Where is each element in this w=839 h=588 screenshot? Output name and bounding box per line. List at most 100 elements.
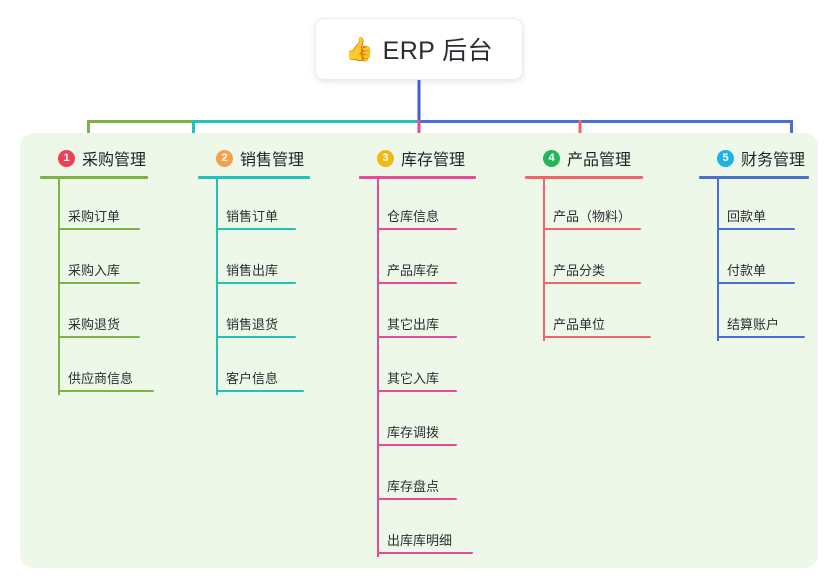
leaf-node[interactable]: 供应商信息 [40, 341, 154, 395]
column-1: 1 采购管理采购订单采购入库采购退货供应商信息 [40, 145, 154, 395]
column-header-3[interactable]: 3 库存管理 [359, 145, 476, 171]
column-spine-4 [543, 179, 545, 341]
leaf-label: 客户信息 [226, 371, 279, 386]
leaf-rule [216, 282, 296, 284]
column-rule-1 [40, 176, 148, 179]
column-children-4: 产品（物料） 产品分类产品单位 [525, 179, 651, 341]
column-badge-1: 1 [58, 149, 75, 167]
leaf-node[interactable]: 采购订单 [40, 179, 148, 233]
column-5: 5 财务管理回款单付款单结算账户 [699, 145, 809, 341]
leaf-node[interactable]: 库存调拨 [359, 395, 476, 449]
leaf-label: 库存调拨 [387, 425, 440, 440]
thumbs-up-icon: 👍 [345, 35, 374, 62]
column-title-5: 财务管理 [741, 152, 806, 169]
column-badge-5: 5 [717, 149, 734, 167]
column-header-5[interactable]: 5 财务管理 [699, 145, 809, 171]
leaf-label: 付款单 [727, 263, 767, 278]
leaf-rule [717, 228, 795, 230]
leaf-node[interactable]: 产品单位 [525, 287, 651, 341]
column-rule-3 [359, 176, 476, 179]
leaf-rule [58, 282, 140, 284]
leaf-rule [543, 228, 641, 230]
column-3: 3 库存管理仓库信息产品库存其它出库其它入库库存调拨库存盘点出库库明细 [359, 145, 476, 557]
leaf-node[interactable]: 出库库明细 [359, 503, 476, 557]
column-2: 2 销售管理销售订单销售出库销售退货客户信息 [198, 145, 310, 395]
leaf-node[interactable]: 产品（物料） [525, 179, 643, 233]
column-spine-1 [58, 179, 60, 395]
leaf-label: 销售订单 [226, 209, 279, 224]
column-header-2[interactable]: 2 销售管理 [198, 145, 310, 171]
leaf-rule [377, 282, 457, 284]
column-badge-3: 3 [377, 149, 394, 167]
leaf-node[interactable]: 回款单 [699, 179, 809, 233]
root-node[interactable]: 👍 ERP 后台 [315, 18, 523, 80]
leaf-node[interactable]: 结算账户 [699, 287, 809, 341]
leaf-label: 销售出库 [226, 263, 279, 278]
column-children-5: 回款单付款单结算账户 [699, 179, 809, 341]
leaf-rule [377, 390, 457, 392]
column-spine-2 [216, 179, 218, 395]
column-title-1: 采购管理 [82, 152, 147, 169]
column-children-3: 仓库信息产品库存其它出库其它入库库存调拨库存盘点出库库明细 [359, 179, 476, 557]
content-panel [20, 133, 818, 568]
leaf-rule [216, 228, 296, 230]
leaf-label: 库存盘点 [387, 479, 440, 494]
leaf-node[interactable]: 付款单 [699, 233, 809, 287]
leaf-rule [543, 336, 651, 338]
column-4: 4 产品管理产品（物料） 产品分类产品单位 [525, 145, 651, 341]
root-title: ERP 后台 [382, 37, 493, 65]
leaf-label: 产品库存 [387, 263, 440, 278]
leaf-rule [58, 390, 154, 392]
leaf-node[interactable]: 客户信息 [198, 341, 310, 395]
column-title-4: 产品管理 [567, 152, 632, 169]
column-children-2: 销售订单销售出库销售退货客户信息 [198, 179, 310, 395]
leaf-label: 采购入库 [68, 263, 121, 278]
leaf-rule [377, 444, 457, 446]
leaf-rule [58, 336, 140, 338]
leaf-node[interactable]: 销售订单 [198, 179, 310, 233]
leaf-node[interactable]: 产品库存 [359, 233, 476, 287]
leaf-label: 仓库信息 [387, 209, 440, 224]
leaf-rule [543, 282, 641, 284]
column-header-1[interactable]: 1 采购管理 [40, 145, 148, 171]
leaf-rule [717, 282, 795, 284]
leaf-label: 结算账户 [727, 317, 780, 332]
leaf-label: 产品分类 [553, 263, 606, 278]
column-spine-3 [377, 179, 379, 557]
leaf-node[interactable]: 采购退货 [40, 287, 148, 341]
leaf-rule [377, 336, 457, 338]
leaf-node[interactable]: 采购入库 [40, 233, 148, 287]
leaf-label: 产品单位 [553, 317, 606, 332]
leaf-rule [216, 336, 296, 338]
column-title-2: 销售管理 [240, 152, 305, 169]
column-rule-4 [525, 176, 643, 179]
leaf-rule [377, 552, 473, 554]
column-rule-5 [699, 176, 809, 179]
leaf-rule [58, 228, 140, 230]
column-badge-2: 2 [216, 149, 233, 167]
leaf-label: 其它出库 [387, 317, 440, 332]
leaf-node[interactable]: 其它入库 [359, 341, 476, 395]
leaf-node[interactable]: 仓库信息 [359, 179, 476, 233]
leaf-label: 采购订单 [68, 209, 121, 224]
leaf-node[interactable]: 销售退货 [198, 287, 310, 341]
leaf-node[interactable]: 库存盘点 [359, 449, 476, 503]
column-badge-4: 4 [543, 149, 560, 167]
leaf-node[interactable]: 销售出库 [198, 233, 310, 287]
leaf-label: 销售退货 [226, 317, 279, 332]
leaf-label: 回款单 [727, 209, 767, 224]
column-spine-5 [717, 179, 719, 341]
leaf-label: 供应商信息 [68, 371, 134, 386]
leaf-rule [216, 390, 304, 392]
leaf-label: 其它入库 [387, 371, 440, 386]
leaf-label: 出库库明细 [387, 533, 453, 548]
leaf-node[interactable]: 其它出库 [359, 287, 476, 341]
leaf-node[interactable]: 产品分类 [525, 233, 643, 287]
column-title-3: 库存管理 [401, 152, 466, 169]
column-children-1: 采购订单采购入库采购退货供应商信息 [40, 179, 154, 395]
column-header-4[interactable]: 4 产品管理 [525, 145, 643, 171]
leaf-label: 产品（物料） [553, 209, 632, 224]
column-rule-2 [198, 176, 310, 179]
leaf-rule [377, 228, 457, 230]
leaf-rule [717, 336, 805, 338]
